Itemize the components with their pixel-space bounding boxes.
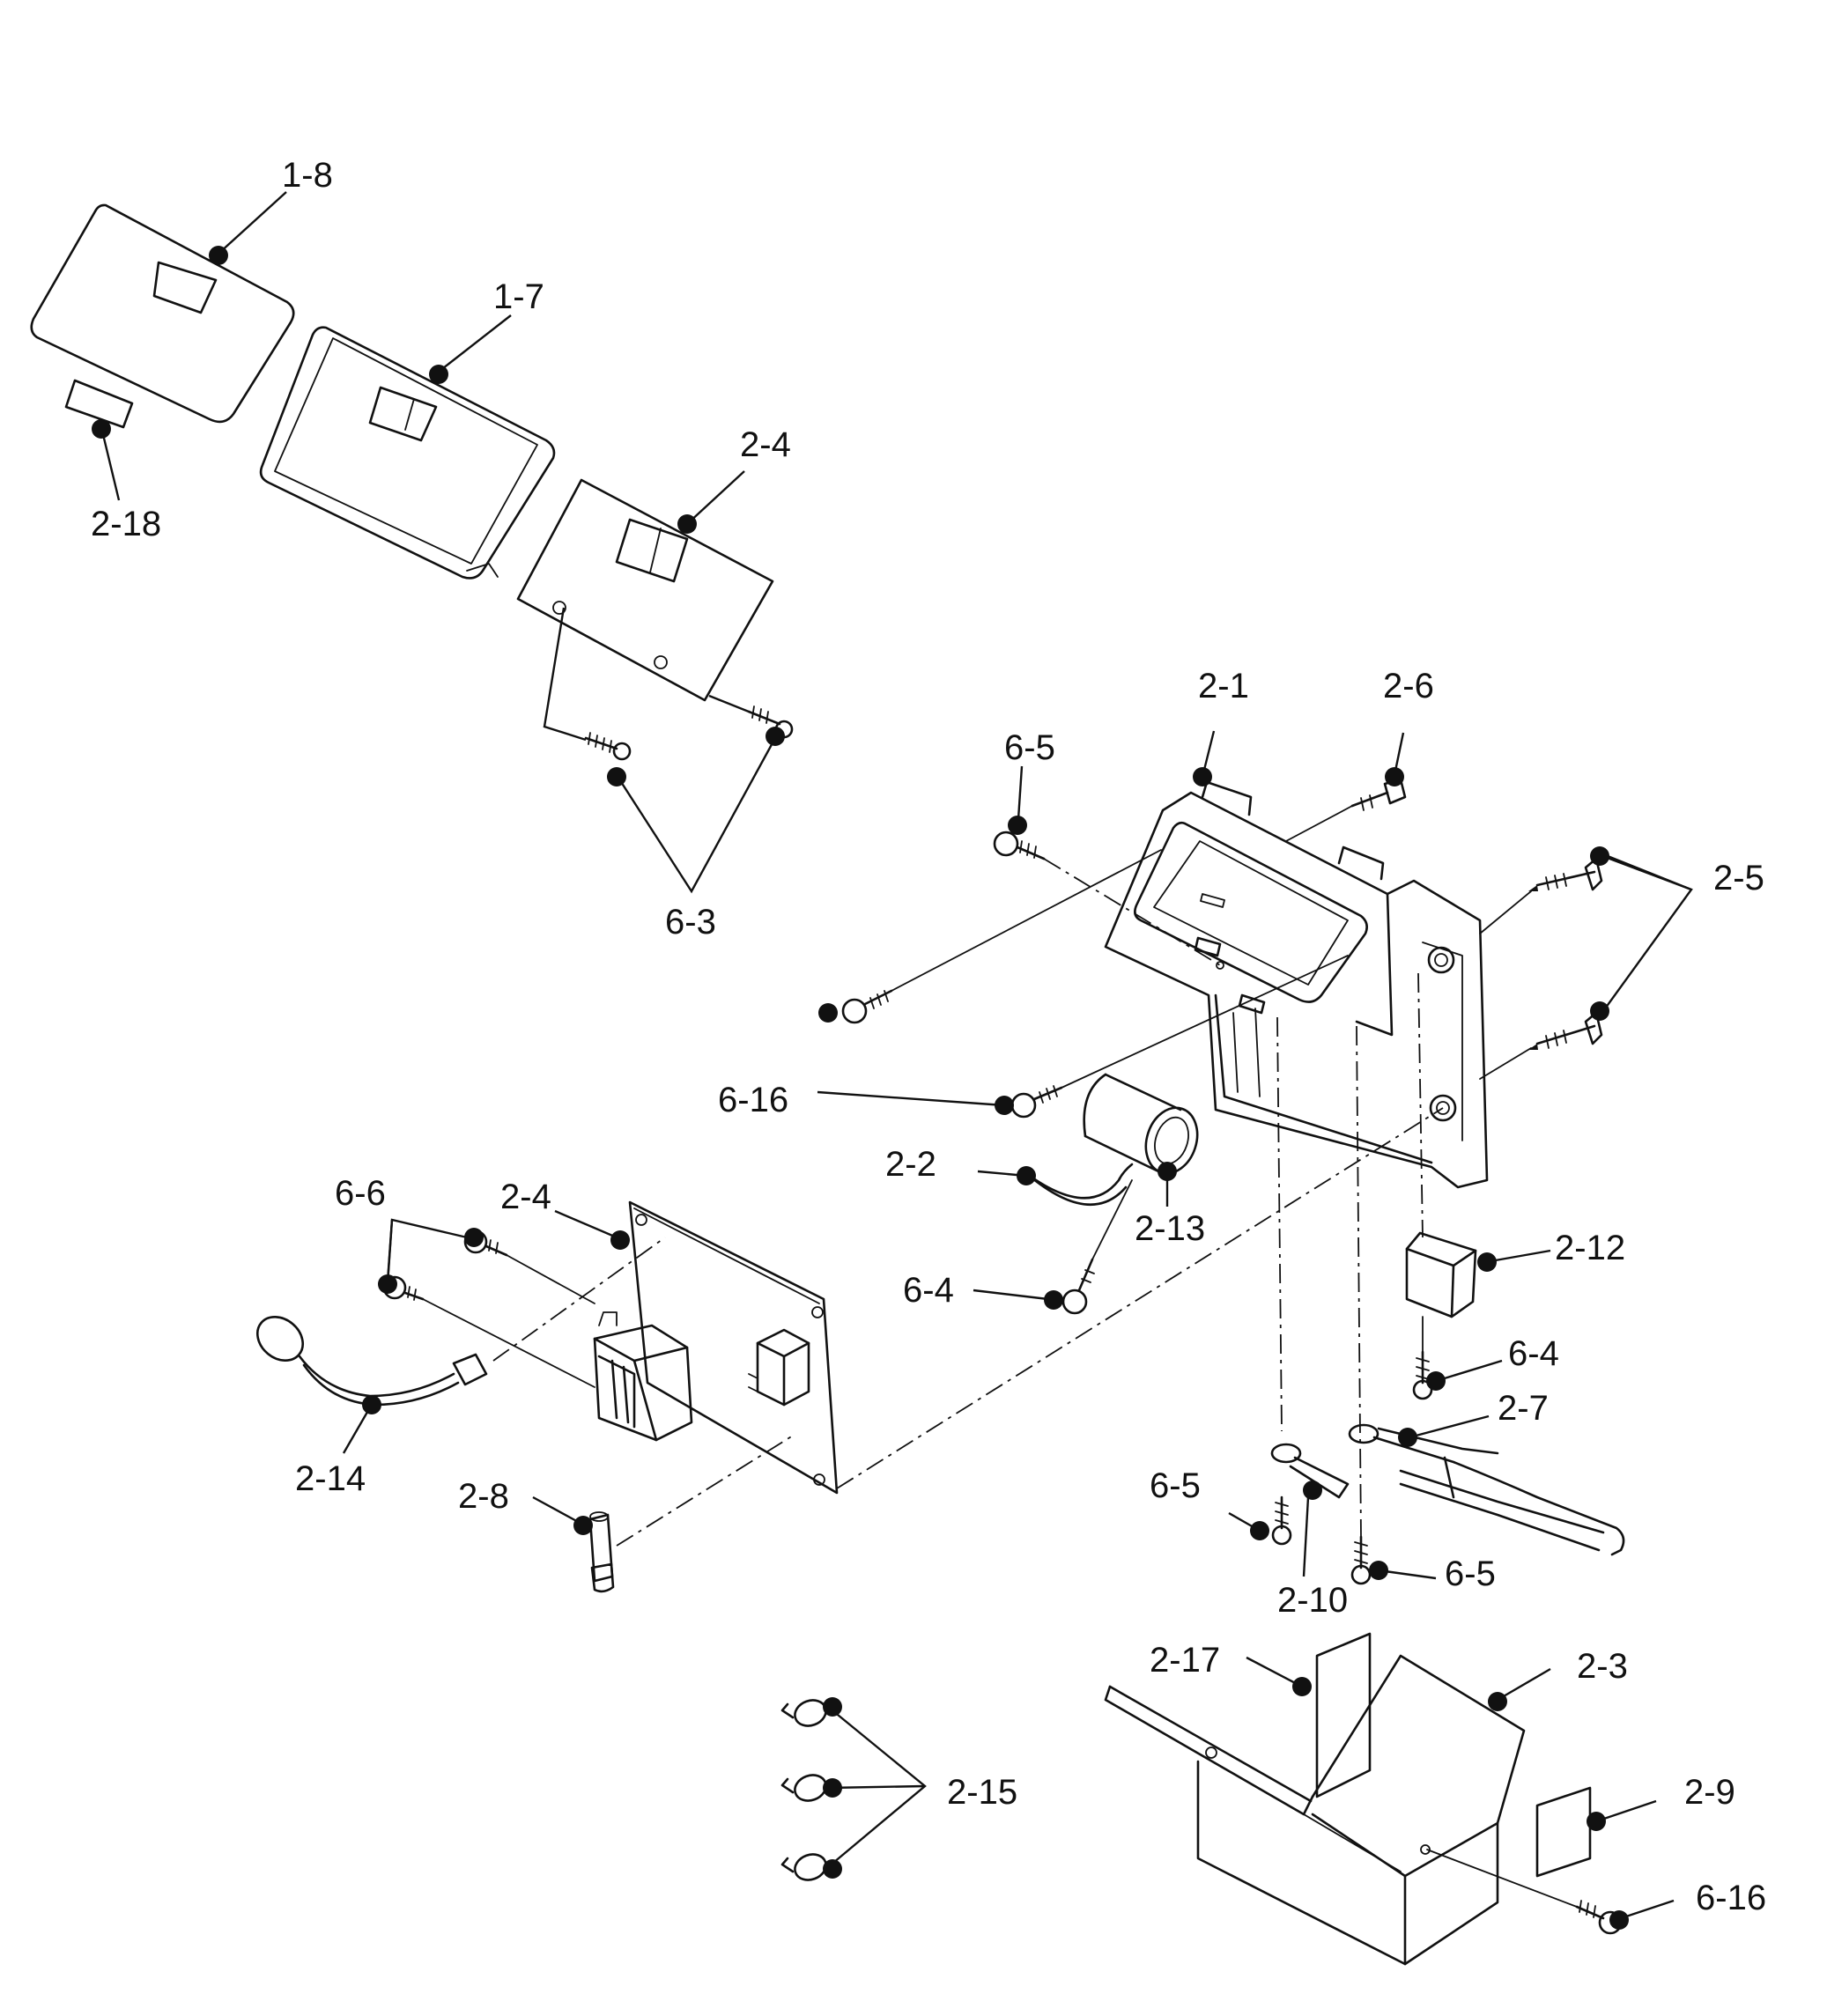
label-2-6: 2-6 xyxy=(1383,667,1434,705)
label-6-5-left: 6-5 xyxy=(1150,1466,1201,1505)
label-2-12: 2-12 xyxy=(1555,1229,1625,1267)
callout-dots xyxy=(92,246,1629,1930)
screw-6-3-left xyxy=(584,732,632,761)
label-1-7: 1-7 xyxy=(493,277,544,316)
part-2-3-bracket xyxy=(1104,1654,1526,1966)
label-6-5-top: 6-5 xyxy=(1004,728,1055,767)
part-2-9-label xyxy=(1535,1786,1592,1878)
transformer xyxy=(593,1311,693,1442)
part-2-14-sensor xyxy=(256,1316,488,1407)
label-2-9: 2-9 xyxy=(1684,1773,1735,1812)
screw-6-16-upper xyxy=(841,989,893,1024)
screw-6-5-top xyxy=(993,831,1046,860)
label-2-1: 2-1 xyxy=(1198,667,1249,705)
part-2-7-wire xyxy=(1348,1423,1625,1556)
screw-2-5-lower xyxy=(1528,1011,1603,1050)
label-6-3: 6-3 xyxy=(665,903,716,942)
label-6-5-right: 6-5 xyxy=(1445,1554,1496,1593)
part-2-4-pcb xyxy=(593,1200,839,1495)
label-6-4-right: 6-4 xyxy=(1508,1334,1559,1373)
part-2-1-housing xyxy=(1104,780,1489,1189)
screw-6-5-lower-left xyxy=(1271,1495,1292,1546)
label-6-6: 6-6 xyxy=(335,1174,386,1213)
screw-6-16-lower xyxy=(1010,1085,1063,1119)
label-6-16-upper: 6-16 xyxy=(718,1081,788,1119)
label-2-8: 2-8 xyxy=(458,1477,509,1516)
screw-6-4-capacitor xyxy=(1061,1258,1095,1315)
label-2-5: 2-5 xyxy=(1713,859,1764,897)
part-2-2-capacitor xyxy=(1022,1073,1199,1206)
label-2-2: 2-2 xyxy=(885,1145,936,1184)
part-2-8-fuse xyxy=(588,1511,615,1593)
part-2-15-clamps xyxy=(780,1699,827,1881)
part-2-4-upper-plate xyxy=(516,478,794,761)
screw-6-5-lower-right xyxy=(1350,1535,1372,1585)
label-2-4-lower: 2-4 xyxy=(500,1178,551,1216)
part-1-7-frame xyxy=(259,326,556,580)
screw-2-5-upper xyxy=(1528,857,1603,891)
label-2-18: 2-18 xyxy=(91,505,161,543)
label-2-10: 2-10 xyxy=(1277,1581,1348,1620)
pcb-relay xyxy=(748,1328,810,1407)
label-2-13: 2-13 xyxy=(1135,1209,1205,1248)
label-2-3: 2-3 xyxy=(1577,1647,1628,1686)
screw-6-16-bottom xyxy=(1426,1849,1623,1935)
label-2-17: 2-17 xyxy=(1150,1641,1220,1680)
label-2-7: 2-7 xyxy=(1498,1389,1549,1428)
label-2-4-upper: 2-4 xyxy=(740,425,791,464)
label-6-16-lower: 6-16 xyxy=(1696,1879,1766,1917)
label-6-4-left: 6-4 xyxy=(903,1271,954,1310)
part-2-12-relay xyxy=(1405,1231,1477,1318)
part-2-18-sticker xyxy=(64,379,134,429)
leader-lines xyxy=(100,191,1693,1920)
part-2-17-insulator xyxy=(1315,1632,1372,1798)
label-2-14: 2-14 xyxy=(295,1459,366,1498)
part-1-8-cover xyxy=(30,203,295,424)
label-1-8: 1-8 xyxy=(282,156,333,195)
label-2-15: 2-15 xyxy=(947,1773,1017,1812)
